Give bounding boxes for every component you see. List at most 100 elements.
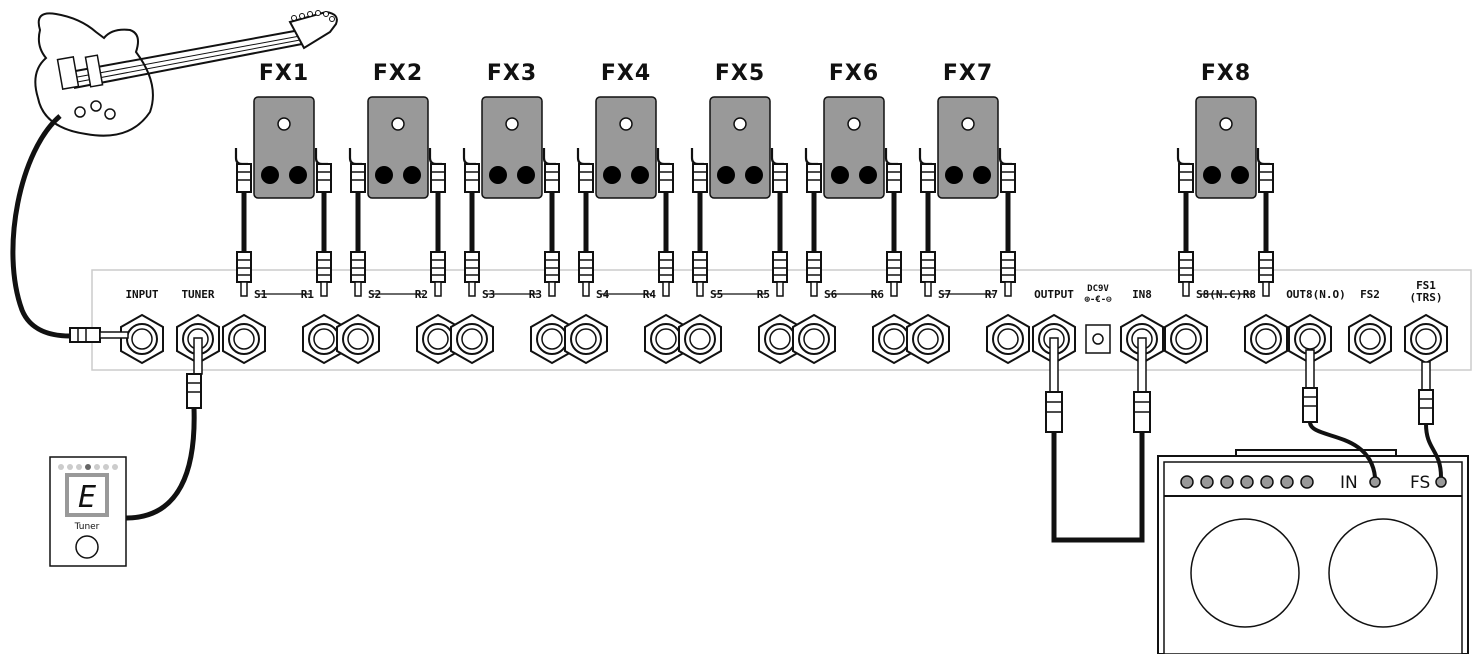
speaker-right-icon <box>1328 518 1438 628</box>
right-angle-plug <box>542 146 561 194</box>
pedal-jack-icon <box>517 166 535 184</box>
fs1-trs-label: (TRS) <box>1409 291 1442 304</box>
pedal-jack-icon <box>489 166 507 184</box>
fx-label: FX5 <box>715 61 765 86</box>
input-plug <box>69 327 129 343</box>
right-angle-plug <box>1176 146 1195 194</box>
tuner-jack-label: TUNER <box>181 288 214 301</box>
fx-pedal <box>823 96 885 199</box>
send-label: S3 <box>482 288 495 301</box>
pedal-jack-icon <box>945 166 963 184</box>
fx-pedal <box>253 96 315 199</box>
send-label: S4 <box>596 288 610 301</box>
send-label: S7 <box>938 288 951 301</box>
pedal-jack-icon <box>631 166 649 184</box>
out8-amp-cable <box>1302 349 1377 478</box>
return-label: R6 <box>871 288 885 301</box>
fx-label: FX7 <box>943 61 993 86</box>
pedal-jack-icon <box>973 166 991 184</box>
fs2-jack-label: FS2 <box>1360 288 1380 301</box>
return-label: R2 <box>415 288 428 301</box>
speaker-left-icon <box>1190 518 1300 628</box>
return-label: R3 <box>529 288 542 301</box>
amp-fs-label: FS <box>1410 473 1430 493</box>
fx-label: FX1 <box>259 61 309 86</box>
return-label: R7 <box>985 288 998 301</box>
fx-label: FX6 <box>829 61 879 86</box>
dc-jack-label: DC9V <box>1087 284 1109 294</box>
fx-label: FX4 <box>601 61 651 86</box>
guitar-cable <box>10 114 71 339</box>
send-label: S5 <box>710 288 723 301</box>
right-angle-plug <box>314 146 333 194</box>
right-angle-plug <box>348 146 367 194</box>
return-label: R1 <box>301 288 315 301</box>
fx-label: FX8 <box>1201 61 1251 86</box>
send-label: S2 <box>368 288 381 301</box>
right-angle-plug <box>804 146 823 194</box>
tuner-note-display: E <box>78 480 96 515</box>
tuner-cable <box>125 407 197 521</box>
pedal-jack-icon <box>261 166 279 184</box>
pedal-jack-icon <box>1231 166 1249 184</box>
dc-socket-hole-icon <box>1092 333 1104 345</box>
right-angle-plug <box>884 146 903 194</box>
amp-fs-jack-icon <box>1435 476 1447 488</box>
right-angle-plug <box>918 146 937 194</box>
return-label: R4 <box>643 288 657 301</box>
right-angle-plug <box>234 146 253 194</box>
tuner-footswitch-icon <box>75 535 99 559</box>
pedal-jack-icon <box>859 166 877 184</box>
right-angle-plug <box>576 146 595 194</box>
pedal-knob-icon <box>1219 117 1233 131</box>
fx-pedal <box>595 96 657 199</box>
in8-jack-label: IN8 <box>1132 288 1152 301</box>
pedal-jack-icon <box>745 166 763 184</box>
fx-pedal <box>481 96 543 199</box>
fx-pedal <box>1195 96 1257 199</box>
pedal-jack-icon <box>603 166 621 184</box>
tuner-label: Tuner <box>74 522 100 532</box>
pedal-knob-icon <box>391 117 405 131</box>
amp-in-label: IN <box>1340 473 1358 493</box>
send-label: S6 <box>824 288 838 301</box>
pedal-jack-icon <box>831 166 849 184</box>
right-angle-plug <box>428 146 447 194</box>
guitar-icon <box>34 10 338 137</box>
output-jack-label: OUTPUT <box>1034 288 1074 301</box>
send-label: S8(N.C) <box>1196 288 1242 301</box>
input-jack-label: INPUT <box>125 288 158 301</box>
pedal-knob-icon <box>619 117 633 131</box>
fx-label: FX3 <box>487 61 537 86</box>
pedal-jack-icon <box>403 166 421 184</box>
fx-pedal <box>367 96 429 199</box>
out8-jack-label: OUT8(N.O) <box>1286 288 1346 301</box>
fs1-jack-label: FS1 <box>1416 279 1436 292</box>
pedal-jack-icon <box>1203 166 1221 184</box>
pedal-knob-icon <box>277 117 291 131</box>
pedal-knob-icon <box>505 117 519 131</box>
right-angle-plug <box>690 146 709 194</box>
send-label: S1 <box>254 288 268 301</box>
dc-polarity-icon: ⊕-€-⊖ <box>1084 295 1112 305</box>
tuner-pedal: E Tuner <box>49 456 127 567</box>
pedal-knob-icon <box>961 117 975 131</box>
right-angle-plug <box>770 146 789 194</box>
pedal-jack-icon <box>717 166 735 184</box>
right-angle-plug <box>656 146 675 194</box>
right-angle-plug <box>1256 146 1275 194</box>
amplifier: IN FS <box>1157 449 1469 654</box>
fx-pedal <box>937 96 999 199</box>
return-label: R5 <box>757 288 770 301</box>
return-label: R8 <box>1243 288 1256 301</box>
